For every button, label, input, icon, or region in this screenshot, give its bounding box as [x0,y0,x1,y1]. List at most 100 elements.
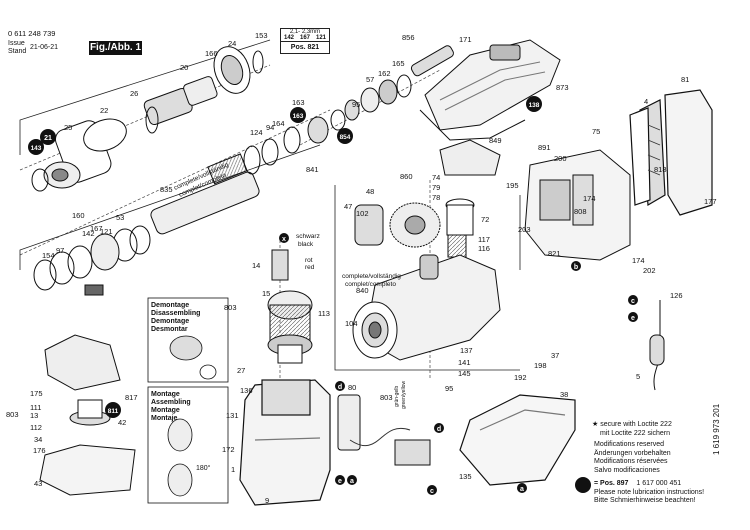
part-label-113: 113 [318,309,330,318]
instruction-box-text: Demontage Disassembling Demontage Desmon… [151,302,211,472]
part-label-164: 164 [272,119,285,128]
pos821-part-142: 142 [283,35,294,41]
part-label-818: 818 [654,165,667,174]
lubrication-line-1: Please note lubrication instructions! [594,488,705,496]
callout-854: 854 [340,134,351,141]
part-label-112: 112 [30,423,42,432]
part-label-198: 198 [534,361,547,370]
label-green: green/yellow [401,381,407,409]
part-label-141: 141 [458,358,471,367]
auxiliary-handle [39,334,136,496]
part-label-97: 97 [56,246,64,255]
part-label-167: 167 [90,224,103,233]
part-label-137: 137 [460,346,473,355]
star-icon: ★ [592,421,599,428]
bottom-cover [459,394,576,486]
callout-138: 138 [529,102,540,109]
part-label-22: 22 [100,106,108,115]
part-label-38: 38 [560,390,568,399]
part-label-75: 75 [592,127,600,136]
switch-housing [439,139,631,261]
part-label-835: 835 [160,185,173,194]
part-label-42: 42 [118,418,126,427]
part-label-121: 121 [100,227,113,236]
pos897-label: = Pos. 897 [594,480,629,487]
part-label-873: 873 [556,83,569,92]
electronic-module [337,394,431,466]
part-label-166: 166 [205,49,218,58]
part-label-821: 821 [548,249,561,258]
label-red: red [305,264,315,271]
part-label-860: 860 [400,172,413,181]
letter-a: a [350,478,354,485]
figure-label: Fig./Abb. 1 [89,41,142,55]
callout-811: 811 [108,408,119,415]
part-label-27: 27 [237,366,245,375]
label-complete-3: complete/vollständig [342,273,401,280]
instruction-boxes [147,297,229,504]
part-label-80: 80 [348,383,356,392]
part-label-43: 43 [34,479,42,488]
letter-a-2: a [520,486,524,493]
letter-markers: x d e a d c b c e a [279,233,638,495]
part-label-840: 840 [356,286,369,295]
demontage-line-2: Disassembling [151,310,200,317]
part-label-37: 37 [551,351,559,360]
part-label-9: 9 [265,496,269,505]
pos821-range: 2,1- 2,3mm [289,29,321,35]
part-label-817: 817 [125,393,138,402]
rear-handle [629,89,713,216]
part-label-4: 4 [644,97,648,106]
modifications-line-2: Änderungen vorbehalten [594,449,671,457]
part-label-124: 124 [250,128,263,137]
demontage-line-1: Demontage [151,302,189,309]
part-label-145: 145 [458,369,471,378]
part-label-102: 102 [356,209,369,218]
part-label-95: 95 [445,384,453,393]
part-number: 0 611 248 739 [8,29,56,38]
montage-line-3: Montage [151,407,180,414]
loctite-line-2: mit Loctite 222 sichern [600,429,671,437]
part-label-47: 47 [344,202,352,211]
label-rot: rot [305,257,313,264]
pos821-parts: 142 167 121 [281,35,329,41]
part-label-5: 5 [636,372,640,381]
montage-line-1: Montage [151,391,180,398]
part-label-14: 14 [252,261,260,270]
part-label-891: 891 [538,143,551,152]
part-label-160: 160 [72,211,85,220]
callouts-black: 21 143 163 854 138 811 [28,96,542,418]
label-black: black [298,241,314,248]
part-label-142: 142 [82,229,95,238]
part-label-176: 176 [33,446,46,455]
modifications-line-4: Salvo modificaciones [594,466,660,474]
part-label-78: 78 [432,193,440,202]
document-code: 1 619 973 201 [712,403,721,455]
part-label-200: 200 [554,154,567,163]
issue-label: Issue [8,40,25,47]
part-label-104: 104 [345,319,358,328]
drive-shaft-assembly [33,116,329,296]
cylinder-assembly [330,45,454,131]
part-label-174: 174 [632,256,645,265]
montage-line-4: Montaje [151,415,178,422]
part-label-26: 26 [130,89,138,98]
part-label-849: 849 [489,136,502,145]
pos821-box: 2,1- 2,3mm 142 167 121 Pos. 821 [280,28,330,54]
part-label-25: 25 [64,123,72,132]
part-label-162: 162 [378,69,391,78]
spindle-assembly [31,46,264,192]
part-label-20: 20 [180,63,188,72]
part-label-95: 95 [352,100,360,109]
loctite-note: ★ secure with Loctite 222 mit Loctite 22… [592,421,672,438]
modifications-line-1: Modifications reserved [594,441,665,448]
pos821-caption: Pos. 821 [281,41,329,53]
gear-housing [352,254,501,361]
lubrication-symbol [575,477,591,493]
gear-assembly [354,198,475,258]
montage-line-2: Assembling [151,399,191,406]
part-label-79: 79 [432,183,440,192]
part-label-163: 163 [292,98,305,107]
